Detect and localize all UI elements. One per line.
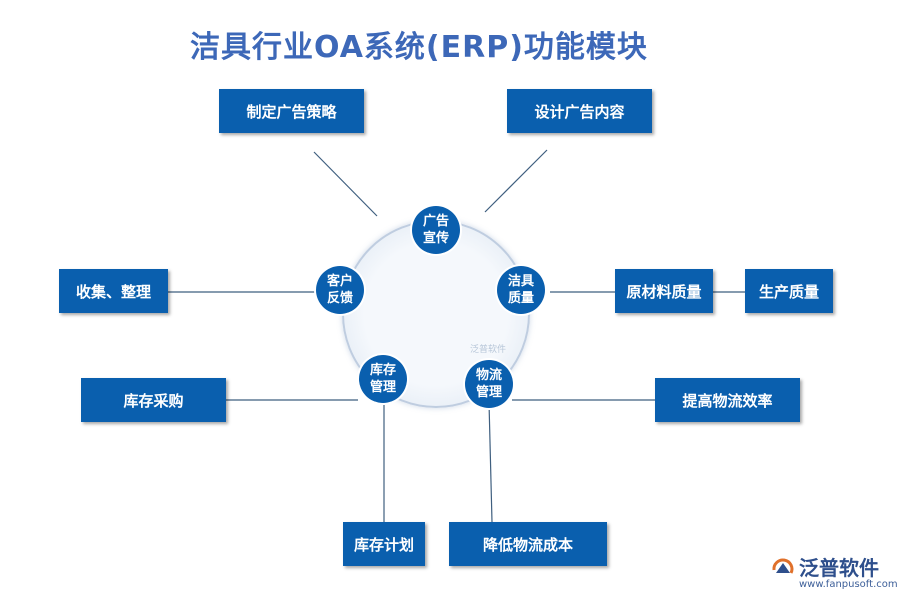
center-watermark: 泛普软件 bbox=[470, 345, 507, 355]
box-logistics-eff: 提高物流效率 bbox=[655, 378, 800, 422]
brand-mark-icon bbox=[772, 558, 794, 574]
node-feedback: 客户 反馈 bbox=[316, 266, 364, 314]
box-collect: 收集、整理 bbox=[59, 269, 168, 313]
line-logistics-cost bbox=[488, 401, 493, 523]
brand-url: www.fanpusoft.com bbox=[799, 579, 898, 590]
box-stock-plan: 库存计划 bbox=[343, 522, 425, 566]
box-ad-strategy: 制定广告策略 bbox=[219, 89, 364, 133]
box-purchase: 库存采购 bbox=[81, 378, 226, 422]
box-ad-content: 设计广告内容 bbox=[507, 89, 652, 133]
box-raw-material: 原材料质量 bbox=[615, 269, 713, 313]
page-title: 洁具行业OA系统(ERP)功能模块 bbox=[190, 30, 648, 65]
brand-name: 泛普软件 bbox=[799, 556, 879, 580]
line-ad-strategy bbox=[313, 151, 378, 217]
brand-logo: 泛普软件 bbox=[770, 552, 879, 581]
node-inventory: 库存 管理 bbox=[359, 355, 407, 403]
box-production: 生产质量 bbox=[745, 269, 833, 313]
node-logistics: 物流 管理 bbox=[465, 360, 513, 408]
node-ad: 广告 宣传 bbox=[412, 206, 460, 254]
line-ad-content bbox=[484, 149, 548, 213]
node-quality: 洁具 质量 bbox=[497, 266, 545, 314]
box-logistics-cost: 降低物流成本 bbox=[449, 522, 607, 566]
